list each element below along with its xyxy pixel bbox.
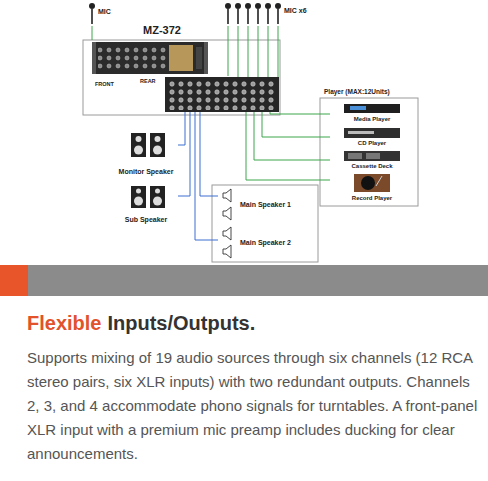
node-label: Player (MAX:12Units) xyxy=(324,88,390,95)
mic-stick xyxy=(237,9,239,24)
node-label: Media Player xyxy=(354,116,391,123)
loudspeaker-icon xyxy=(223,227,231,240)
node-label: FRONT xyxy=(95,81,114,87)
mixer-outline xyxy=(83,40,280,115)
signal-wire xyxy=(200,112,218,196)
node-label: MIC xyxy=(98,8,111,16)
node-label: Cassette Deck xyxy=(351,163,392,170)
mixer-box: MZ-372FRONT REAR xyxy=(83,22,281,116)
divider-bar xyxy=(0,265,488,296)
node-label: Main Speaker 2 xyxy=(240,239,291,247)
device-box: Cassette Deck xyxy=(330,149,414,171)
front-panel xyxy=(92,42,208,74)
mic-head xyxy=(225,3,231,9)
turntable-icon xyxy=(354,174,390,192)
mic-stick xyxy=(277,9,279,24)
node-label: CD Player xyxy=(358,140,386,147)
main-speaker-box: Main Speaker 2 xyxy=(218,226,312,260)
loudspeaker-icon xyxy=(223,207,231,220)
mic-stick xyxy=(257,9,259,24)
loudspeaker-icon xyxy=(223,245,231,258)
mic-wire xyxy=(248,26,249,77)
mic-icons xyxy=(225,3,281,24)
heading-text: Inputs/Outputs. xyxy=(107,311,255,335)
front-fader xyxy=(196,47,202,69)
mic-head xyxy=(275,3,281,9)
mic-wire xyxy=(278,26,279,77)
node-label: Monitor Speaker xyxy=(119,168,174,176)
mic-group: MIC x6 xyxy=(222,2,326,26)
body-text: Supports mixing of 19 audio sources thro… xyxy=(27,346,483,466)
signal-wire xyxy=(178,112,190,196)
signal-wire xyxy=(246,112,330,180)
sub-speaker-icon xyxy=(131,186,165,208)
signal-wire xyxy=(92,26,93,40)
mic-wire xyxy=(258,26,259,77)
media-display xyxy=(350,106,366,110)
cd-player-icon xyxy=(344,128,400,138)
main-speaker-box: Main Speaker 1 xyxy=(218,188,312,222)
mic-head xyxy=(255,3,261,9)
node-label: REAR xyxy=(140,78,156,84)
player-outline xyxy=(320,98,418,206)
main-speaker-outline xyxy=(212,185,318,262)
cd-tray xyxy=(348,131,374,134)
signal-wire xyxy=(228,26,229,76)
signal-wire xyxy=(178,112,185,145)
cassette-door xyxy=(348,153,362,159)
media-player-icon xyxy=(344,104,400,113)
device-box: Record Player xyxy=(330,172,414,203)
signal-wire xyxy=(254,112,330,160)
rear-panel xyxy=(165,77,279,112)
loudspeaker-icon xyxy=(223,189,231,202)
speaker-box: Sub Speaker xyxy=(114,183,178,225)
heading-accent: Flexible xyxy=(27,311,101,335)
mic-label: MIC xyxy=(86,2,120,26)
rear-panel-box: REAR xyxy=(138,76,280,112)
monitor-speaker-icon xyxy=(131,133,165,157)
node-label: MZ-372 xyxy=(143,24,181,37)
tonearm xyxy=(376,176,382,186)
cassette-deck-icon xyxy=(344,151,400,161)
signal-wire xyxy=(270,112,330,114)
mic-head xyxy=(245,3,251,9)
mic-stick xyxy=(227,9,229,24)
mic-stick xyxy=(247,9,249,24)
node-label: Main Speaker 1 xyxy=(240,201,291,209)
mic-head xyxy=(265,3,271,9)
node-label: Sub Speaker xyxy=(125,216,167,224)
mic-stick xyxy=(267,9,269,24)
device-box: Media Player xyxy=(330,102,414,124)
accent-bar xyxy=(0,265,28,296)
signal-wire xyxy=(262,112,330,137)
mic-wire xyxy=(238,26,239,77)
signal-wire xyxy=(195,112,218,240)
rack-ear xyxy=(204,42,208,74)
mic-icon xyxy=(89,3,95,24)
rack-ear xyxy=(92,42,96,74)
node-label: MIC x6 xyxy=(284,7,307,15)
cassette-door xyxy=(366,153,380,159)
front-module xyxy=(169,45,193,71)
player-group: Player (MAX:12Units) Media Player CD Playe… xyxy=(320,86,418,206)
node-label: Record Player xyxy=(352,195,392,202)
front-knobs xyxy=(98,46,166,70)
rear-jacks xyxy=(168,80,276,110)
speaker-box: Monitor Speaker xyxy=(114,130,178,177)
device-box: CD Player xyxy=(330,126,414,148)
mic-wire xyxy=(268,26,269,77)
mic-head xyxy=(235,3,241,9)
mic-wires xyxy=(238,26,278,77)
loudspeaker-icons xyxy=(223,189,231,258)
turntable-platter xyxy=(361,176,375,190)
